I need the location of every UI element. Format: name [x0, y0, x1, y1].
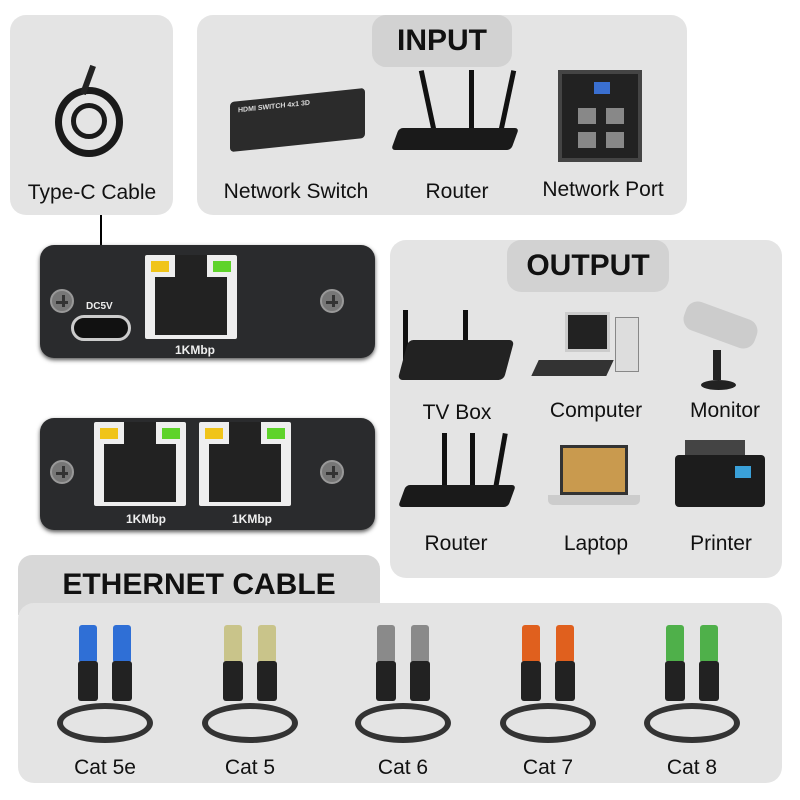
screw-icon — [50, 289, 74, 313]
usb-c-port — [71, 315, 131, 341]
output-label-printer: Printer — [690, 532, 752, 555]
ethernet-port — [145, 255, 237, 339]
computer-icon — [531, 312, 645, 390]
output-label-router: Router — [424, 532, 488, 555]
ethernet-cable-cat-6 — [353, 625, 453, 755]
cable-label: Cat 7 — [522, 756, 574, 779]
input-label-router: Router — [425, 180, 489, 203]
ethernet-port — [199, 422, 291, 506]
cable-label: Cat 8 — [666, 756, 718, 779]
laptop-icon — [548, 445, 640, 515]
input-title: INPUT — [372, 15, 512, 67]
ethernet-cable-cat-8 — [642, 625, 742, 755]
port-speed-label: 1KMbp — [175, 343, 215, 357]
output-label-tv-box: TV Box — [422, 401, 492, 424]
output-panel — [390, 240, 782, 578]
output-label-monitor: Monitor — [689, 399, 761, 422]
output-label-laptop: Laptop — [563, 532, 629, 555]
router-icon — [390, 70, 525, 160]
output-title: OUTPUT — [507, 240, 669, 292]
output-label-computer: Computer — [549, 399, 643, 422]
screw-icon — [50, 460, 74, 484]
wall-network-port-icon — [558, 70, 642, 162]
dc-port-label: DC5V — [86, 301, 113, 312]
ethernet-panel — [18, 603, 782, 783]
printer-icon — [675, 440, 765, 510]
type-c-cable-icon — [55, 64, 123, 165]
screw-icon — [320, 460, 344, 484]
type-c-label: Type-C Cable — [27, 181, 157, 204]
type-c-panel: Type-C Cable — [10, 15, 173, 215]
port-speed-label: 1KMbp — [232, 512, 272, 526]
screw-icon — [320, 289, 344, 313]
ethernet-port — [94, 422, 186, 506]
single-port-adapter: DC5V 1KMbp — [40, 245, 375, 358]
dual-port-adapter: 1KMbp 1KMbp — [40, 418, 375, 530]
ethernet-cable-cat-7 — [498, 625, 598, 755]
cable-label: Cat 6 — [377, 756, 429, 779]
security-camera-icon — [680, 298, 768, 392]
ethernet-cable-cat-5 — [200, 625, 300, 755]
cable-label: Cat 5 — [224, 756, 276, 779]
input-label-network-port: Network Port — [542, 178, 664, 201]
ethernet-cable-cat-5e — [55, 625, 155, 755]
tv-box-icon — [397, 310, 515, 385]
port-speed-label: 1KMbp — [126, 512, 166, 526]
router-icon — [397, 432, 517, 513]
cable-label: Cat 5e — [74, 756, 136, 779]
input-label-network-switch: Network Switch — [223, 180, 369, 203]
